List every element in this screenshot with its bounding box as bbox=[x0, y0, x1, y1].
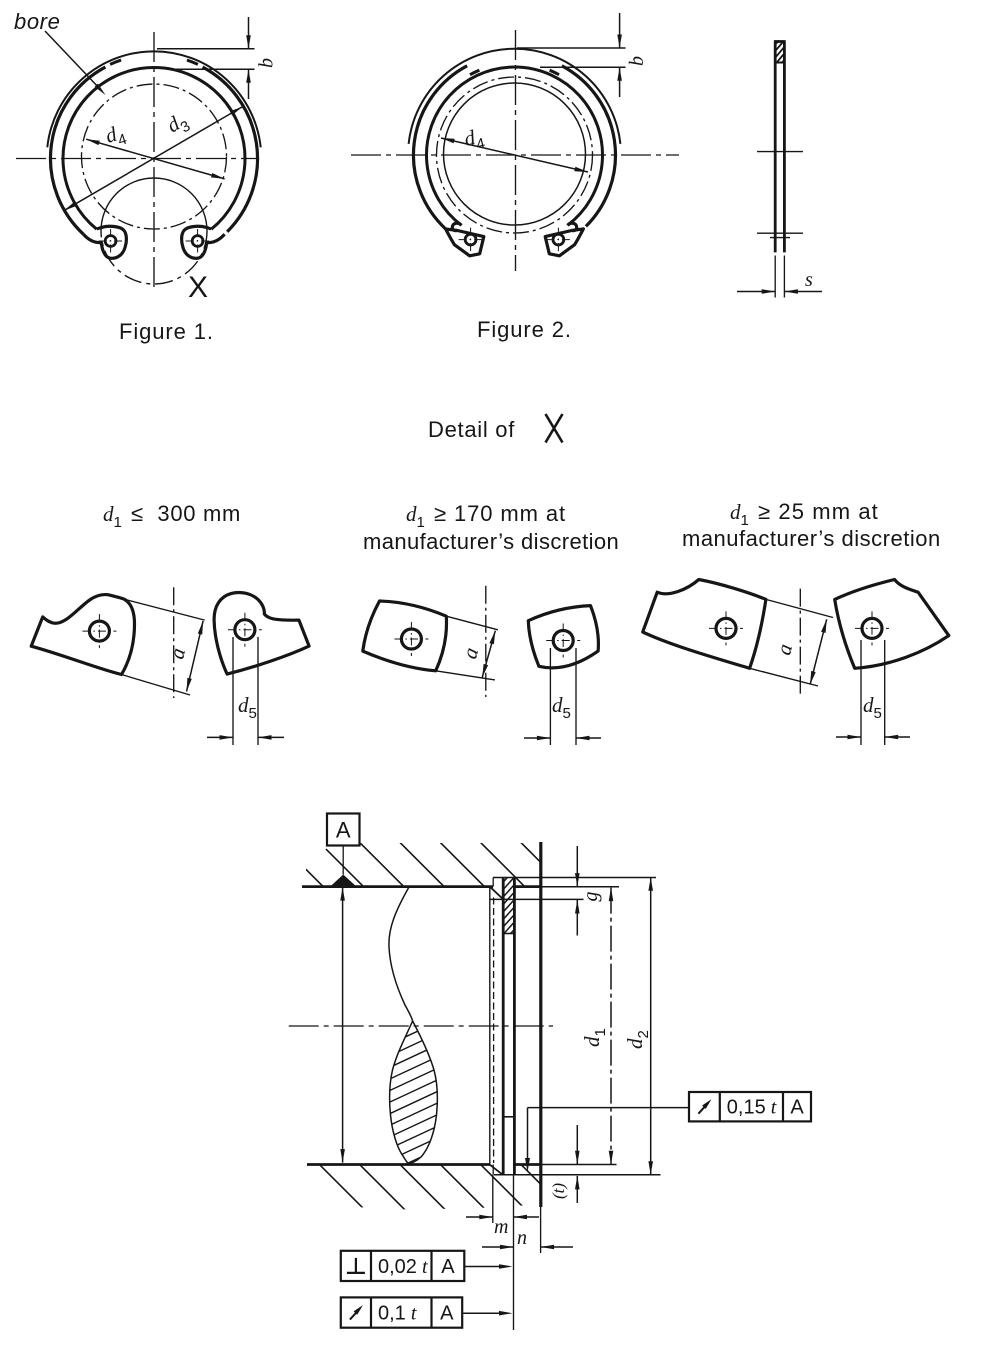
svg-text:X: X bbox=[188, 271, 208, 304]
svg-text:manufacturer’s discretion: manufacturer’s discretion bbox=[682, 526, 941, 551]
svg-text:b: b bbox=[256, 58, 278, 68]
svg-text:Figure 2.: Figure 2. bbox=[477, 317, 572, 342]
svg-text:A: A bbox=[441, 1256, 455, 1278]
svg-text:0,1 t: 0,1 t bbox=[378, 1303, 417, 1325]
svg-text:0,15 t: 0,15 t bbox=[727, 1096, 777, 1118]
svg-text:m: m bbox=[494, 1216, 508, 1238]
svg-text:≥ 25 mm at: ≥ 25 mm at bbox=[758, 499, 879, 524]
svg-text:Detail of: Detail of bbox=[428, 417, 515, 442]
svg-text:n: n bbox=[517, 1227, 527, 1249]
svg-text:bore: bore bbox=[14, 9, 60, 34]
svg-text:g: g bbox=[580, 892, 602, 902]
svg-text:b: b bbox=[626, 56, 648, 66]
svg-text:0,02 t: 0,02 t bbox=[378, 1256, 428, 1278]
svg-text:≤ 300 mm: ≤ 300 mm bbox=[131, 501, 241, 526]
svg-text:≥ 170 mm at: ≥ 170 mm at bbox=[434, 501, 566, 526]
svg-text:(t): (t) bbox=[549, 1183, 568, 1199]
svg-text:s: s bbox=[805, 269, 813, 291]
svg-text:A: A bbox=[790, 1096, 804, 1118]
svg-text:manufacturer’s discretion: manufacturer’s discretion bbox=[363, 529, 619, 554]
svg-text:A: A bbox=[336, 818, 351, 843]
svg-text:A: A bbox=[440, 1303, 454, 1325]
svg-text:Figure 1.: Figure 1. bbox=[119, 319, 214, 344]
